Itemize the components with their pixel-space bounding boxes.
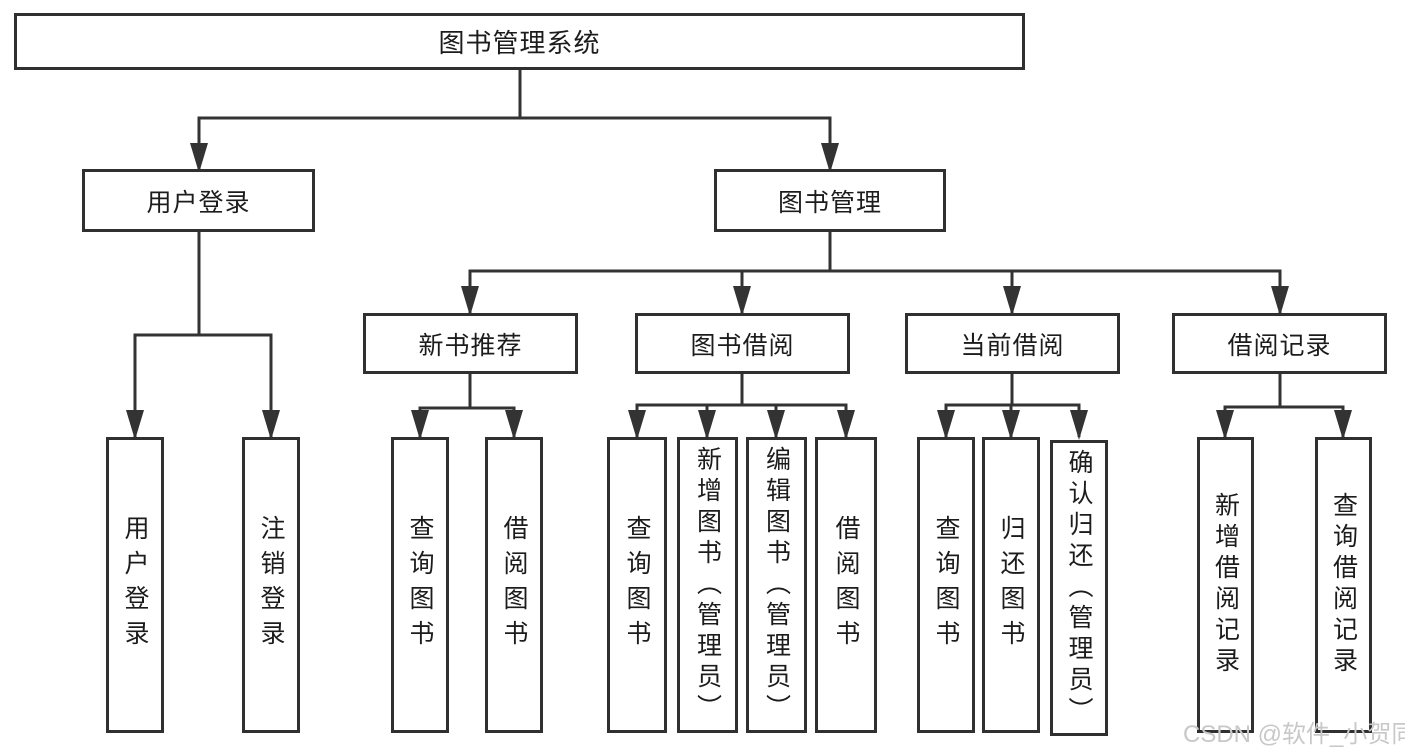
leaf-query-books-current: 查询图书 bbox=[917, 437, 975, 733]
leaf-confirm-return-admin: 确认归还（管理员） bbox=[1050, 440, 1108, 736]
csdn-watermark: CSDN @软件_小贺同学 bbox=[1183, 721, 1405, 747]
leaf-return-books: 归还图书 bbox=[982, 437, 1040, 733]
leaf-borrow-books-recommend: 借阅图书 bbox=[485, 437, 543, 733]
leaf-add-borrow-record: 新增借阅记录 bbox=[1197, 437, 1254, 733]
leaf-user-login: 用户登录 bbox=[106, 437, 164, 733]
leaf-edit-books-admin: 编辑图书（管理员） bbox=[746, 437, 807, 733]
leaf-query-books-recommend: 查询图书 bbox=[391, 437, 449, 733]
leaf-query-borrow-record: 查询借阅记录 bbox=[1315, 437, 1372, 733]
node-library-management-system: 图书管理系统 bbox=[14, 13, 1025, 70]
node-current-borrowing: 当前借阅 bbox=[905, 313, 1120, 374]
node-book-borrowing: 图书借阅 bbox=[635, 313, 850, 374]
node-borrowing-records: 借阅记录 bbox=[1172, 313, 1387, 374]
leaf-logout: 注销登录 bbox=[242, 437, 300, 733]
node-user-login: 用户登录 bbox=[82, 169, 315, 232]
leaf-query-books-borrow: 查询图书 bbox=[607, 437, 667, 733]
node-new-book-recommend: 新书推荐 bbox=[363, 313, 578, 374]
leaf-add-books-admin: 新增图书（管理员） bbox=[677, 437, 738, 733]
leaf-borrow-books-borrow: 借阅图书 bbox=[815, 437, 877, 733]
node-book-management: 图书管理 bbox=[714, 169, 946, 232]
